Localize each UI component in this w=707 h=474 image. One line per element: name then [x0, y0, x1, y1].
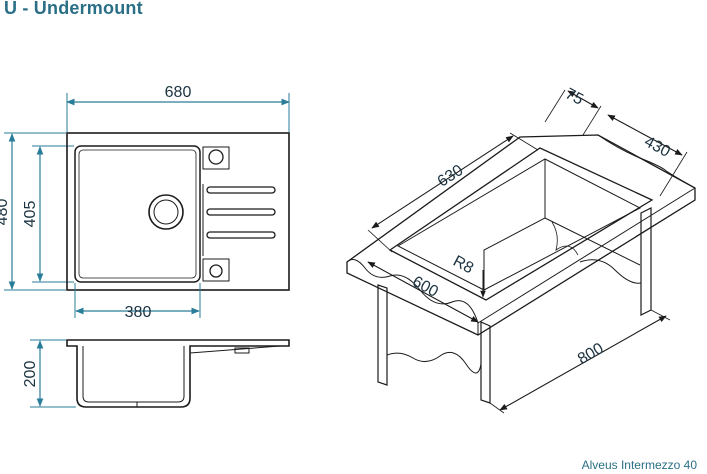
dimension-label-680: 680 — [165, 84, 192, 101]
isometric-view: R8 630 75 430 600 800 — [346, 85, 696, 414]
dimension-label-75: 75 — [562, 85, 586, 108]
dimension-label-800: 800 — [575, 340, 607, 368]
extension-line — [489, 402, 505, 414]
cabinet-wall-left — [377, 284, 388, 386]
tap-hole — [208, 149, 224, 165]
drainer-groove — [206, 186, 276, 194]
dimension-line-800 — [499, 315, 667, 411]
extension-line — [659, 151, 688, 197]
bowl-floor-edge — [544, 217, 641, 266]
tap-area — [202, 146, 230, 170]
overflow-area — [202, 258, 230, 282]
drainer-groove — [206, 231, 276, 239]
bowl-inner-wall — [483, 159, 546, 290]
dimension-label-380: 380 — [125, 304, 152, 321]
cabinet-cut-edge — [579, 259, 642, 284]
countertop-outline — [346, 134, 696, 336]
extension-line — [367, 229, 393, 253]
extension-line — [509, 132, 539, 151]
dimension-label-200: 200 — [22, 361, 39, 388]
overflow-hole — [209, 264, 223, 278]
extension-line — [582, 105, 602, 136]
cabinet-cut-edge — [386, 351, 482, 374]
sink-section-outline — [66, 339, 290, 408]
bowl-rim-iso — [396, 158, 642, 291]
bowl-inner-outline — [78, 149, 197, 279]
side-view: 200 — [22, 339, 290, 408]
countertop-front-edge — [477, 187, 696, 324]
dimension-line-75 — [567, 90, 599, 109]
bowl-section-inner — [82, 346, 185, 403]
dimension-line-430 — [607, 114, 683, 156]
dimension-label-430: 430 — [641, 133, 673, 161]
cabinet-wall-front — [480, 321, 491, 404]
countertop-cutout — [388, 147, 654, 301]
drain-inner — [153, 199, 179, 225]
dimension-label-600: 600 — [409, 273, 441, 301]
dimension-label-r8: R8 — [450, 253, 476, 278]
dimension-label-480: 480 — [0, 199, 11, 226]
bowl-contour — [551, 221, 579, 256]
drainer-groove — [206, 208, 276, 216]
product-caption: Alveus Intermezzo 40 — [581, 458, 697, 472]
dimension-label-405: 405 — [22, 201, 39, 228]
extension-line — [544, 89, 566, 123]
dimension-line-600 — [367, 261, 479, 323]
drain-outer — [148, 194, 184, 230]
dimension-label-630: 630 — [435, 162, 467, 191]
sink-top-outline — [66, 132, 290, 291]
bowl-outline — [74, 145, 201, 283]
overflow-section — [234, 347, 250, 354]
dimension-line-630 — [371, 135, 514, 229]
cabinet-wall-right — [640, 207, 652, 316]
top-view: 680 480 405 380 — [0, 84, 290, 321]
page-title: U - Undermount — [4, 0, 143, 18]
extension-line — [650, 309, 671, 321]
